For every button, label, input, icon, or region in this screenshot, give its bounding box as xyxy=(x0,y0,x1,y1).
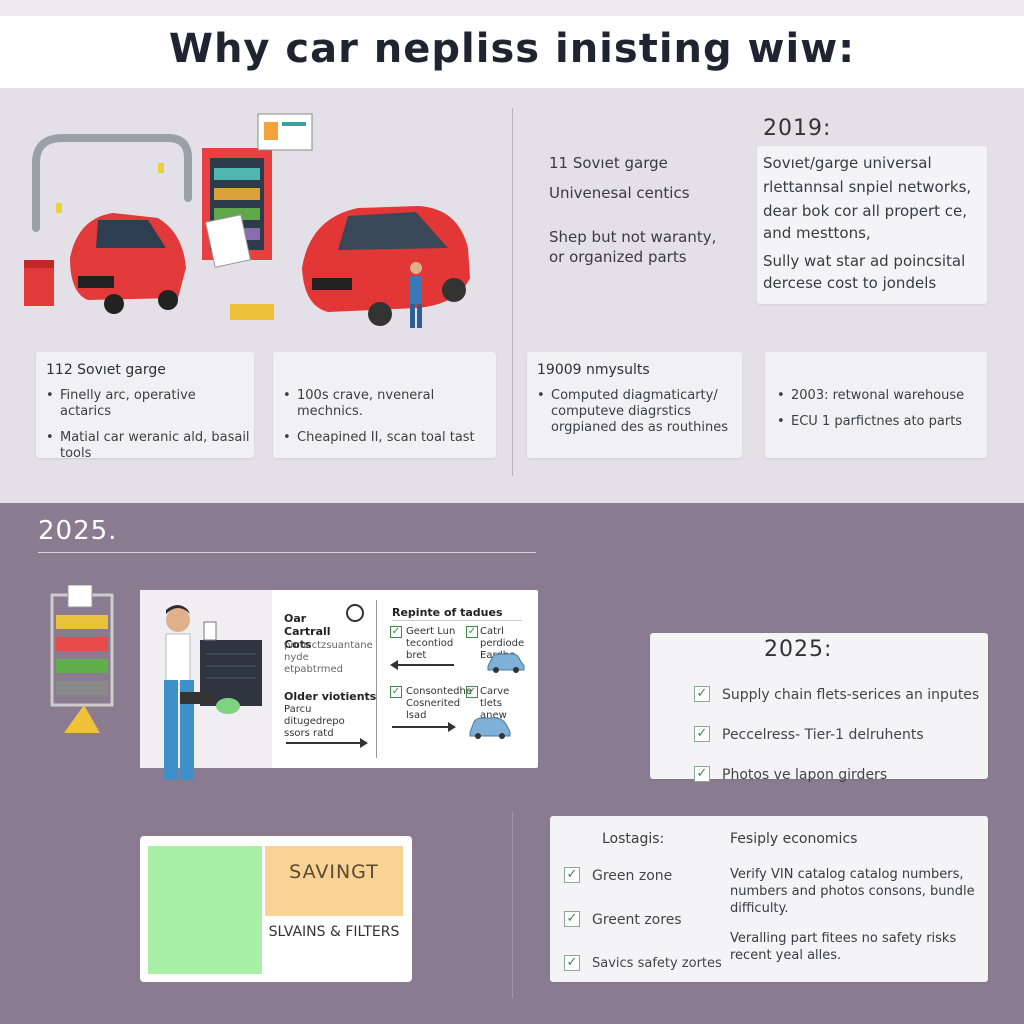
economics-text-1: Verify VIN catalog catalog numbers, numb… xyxy=(730,867,975,916)
mid-text-2: Univenesal centics xyxy=(549,184,690,202)
zone-list: ✓Green zone ✓Greent zores ✓Savics safety… xyxy=(564,866,724,998)
car-icon xyxy=(487,653,525,673)
mid-text-4: or organized parts xyxy=(549,248,687,266)
list-item: ✓Savics safety zortes xyxy=(564,954,724,988)
older-title: Older viotients xyxy=(284,690,377,703)
history-card-3: 19009 nmysults Computed diagmaticarty/ c… xyxy=(527,352,742,458)
year-2025-underline xyxy=(38,552,536,553)
list-item: ✓Green zone xyxy=(564,866,724,900)
repair-title: Repinte of tadues xyxy=(392,606,503,619)
info-line-3: dear bok cor all propert ce, xyxy=(763,202,968,220)
list-item: ECU 1 parfictnes ato parts xyxy=(777,414,983,430)
mid-text-1: 11 Sovıet garge xyxy=(549,154,668,172)
clock-icon xyxy=(346,604,364,622)
red-hatchback-car xyxy=(302,206,470,326)
history-card-2: 100s crave, nveneral mechnics. Cheapined… xyxy=(273,352,496,458)
col-a-item-1: Geert Lun tecontiod bret xyxy=(406,626,456,661)
savings-label: SAVINGT xyxy=(265,846,403,916)
info-line-4: and mesttons, xyxy=(763,224,871,242)
card-list: Computed diagmaticarty/ computeve diagrs… xyxy=(537,388,737,446)
history-card-1: 112 Sovıet garge Finelly arc, operative … xyxy=(36,352,254,461)
economics-text-2: Veralling part fitees no safety risks re… xyxy=(730,931,957,963)
col-b-item-2: Carve tlets anew xyxy=(480,686,510,721)
bottom-divider xyxy=(512,812,513,998)
diagnostics-panel: Oar Cartrall Cots prcucctzsuantane nyde … xyxy=(140,590,538,780)
list-item: Computed diagmaticarty/ computeve diagrs… xyxy=(537,388,737,436)
sign-board xyxy=(257,113,313,151)
check-list-2025: ✓Supply chain flets-serices an inputes ✓… xyxy=(694,685,984,805)
check-icon: ✓ xyxy=(466,626,478,638)
red-car-on-lift xyxy=(70,213,186,314)
info-box-2019: Sovıet/garge universal rlettannsal snpie… xyxy=(757,146,987,304)
panel-divider xyxy=(376,600,377,758)
economics-title: Fesiply economics xyxy=(730,831,858,847)
car-icon xyxy=(469,717,511,739)
garage-illustration xyxy=(24,113,470,328)
check-icon: ✓ xyxy=(694,766,710,782)
green-swatch xyxy=(148,846,262,974)
info-line-6: dercese cost to jondels xyxy=(763,274,937,292)
year-2025-heading: 2025. xyxy=(38,516,118,546)
list-item: Cheapined II, scan toal tast xyxy=(283,430,493,446)
arrow-left xyxy=(390,660,454,670)
card-list: 100s crave, nveneral mechnics. Cheapined… xyxy=(283,388,493,456)
clipboard-poster xyxy=(205,214,251,268)
lift-frame xyxy=(32,134,192,232)
card-2025: 2025: ✓Supply chain flets-serices an inp… xyxy=(650,633,988,785)
list-item: ✓Photos ve lapon girders xyxy=(694,765,984,795)
mechanic-at-computer-illustration xyxy=(164,605,262,780)
card-list: 2003: retwonal warehouse ECU 1 parfictne… xyxy=(777,388,983,440)
list-item: Finelly arc, operative actarics xyxy=(46,388,250,420)
mechanic-figure xyxy=(410,262,422,328)
list-item: 100s crave, nveneral mechnics. xyxy=(283,388,493,420)
older-sub: Parcu ditugedrepo ssors ratd xyxy=(284,704,345,739)
title-band: Why car nepliss inisting wiw: xyxy=(0,0,1024,88)
col-a-item-2: Consontedhe Cosnerited lsad xyxy=(406,686,473,721)
info-line-5: Sully wat star ad poincsital xyxy=(763,252,966,270)
economics-card: Lostagis: Fesiply economics ✓Green zone … xyxy=(550,816,988,982)
check-icon: ✓ xyxy=(390,686,402,698)
year-2019: 2019: xyxy=(763,116,832,141)
parts-cart-illustration xyxy=(50,585,114,733)
year-2025-card: 2025: xyxy=(764,637,833,662)
card-title: 112 Sovıet garge xyxy=(46,362,166,378)
info-line-1: Sovıet/garge universal xyxy=(763,154,932,172)
check-icon: ✓ xyxy=(390,626,402,638)
logistics-title: Lostagis: xyxy=(602,831,665,847)
card-list: Finelly arc, operative actarics Matial c… xyxy=(46,388,250,472)
list-item: ✓Peccelress- Tier-1 delruhents xyxy=(694,725,984,755)
top-strip xyxy=(0,0,1024,16)
check-icon: ✓ xyxy=(564,911,580,927)
check-icon: ✓ xyxy=(564,955,580,971)
list-item: 2003: retwonal warehouse xyxy=(777,388,983,404)
history-card-4: 2003: retwonal warehouse ECU 1 parfictne… xyxy=(765,352,987,458)
page-title: Why car nepliss inisting wiw: xyxy=(168,26,856,72)
arrow-right-2 xyxy=(392,722,456,732)
left-small-text: prcucctzsuantane nyde etpabtrmed xyxy=(284,640,373,675)
list-item: ✓Greent zores xyxy=(564,910,724,944)
check-icon: ✓ xyxy=(466,686,478,698)
top-section: 11 Sovıet garge Univenesal centics Shep … xyxy=(0,88,1024,503)
red-tool-cabinet xyxy=(24,260,54,306)
check-icon: ✓ xyxy=(564,867,580,883)
info-line-2: rlettannsal snpiel networks, xyxy=(763,178,972,196)
list-item: ✓Supply chain flets-serices an inputes xyxy=(694,685,984,715)
repair-title-line xyxy=(392,620,522,621)
filters-label: SLVAINS & FILTERS xyxy=(268,924,400,940)
check-icon: ✓ xyxy=(694,686,710,702)
list-item: Matial car weranic ald, basail tools xyxy=(46,430,250,462)
savings-card: SAVINGT SLVAINS & FILTERS xyxy=(140,836,412,982)
card-title: 19009 nmysults xyxy=(537,362,650,378)
arrow-right-1 xyxy=(286,738,368,748)
yellow-jack xyxy=(230,304,274,320)
check-icon: ✓ xyxy=(694,726,710,742)
mid-text-3: Shep but not waranty, xyxy=(549,228,717,246)
top-divider xyxy=(512,108,513,476)
car-controls-title: Oar Cartrall Cots xyxy=(284,612,331,651)
